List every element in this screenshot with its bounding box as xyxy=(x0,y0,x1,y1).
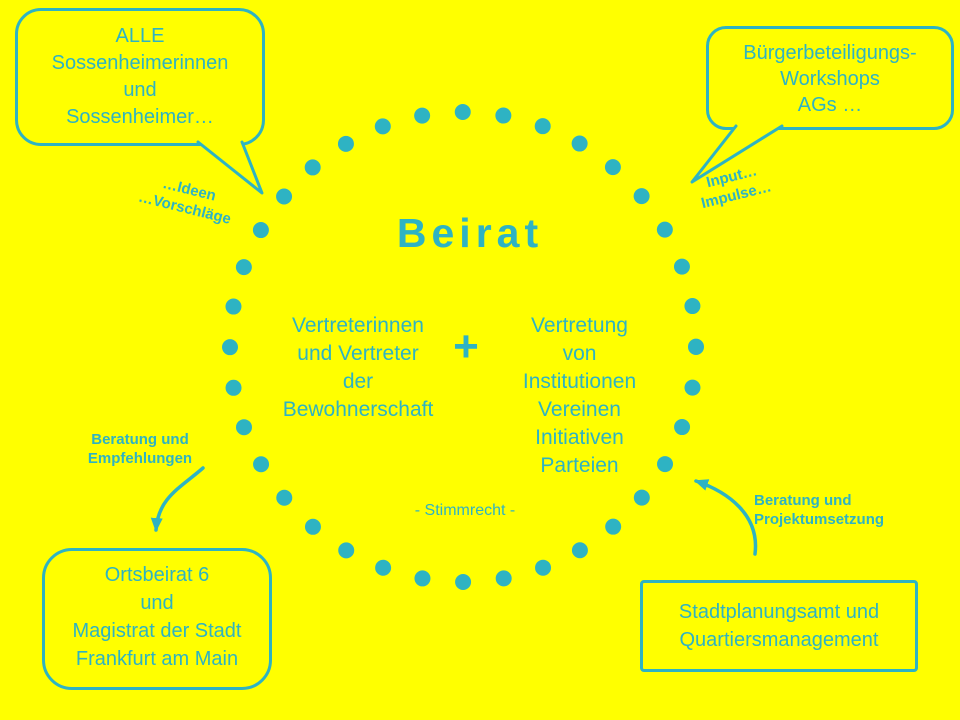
voting-note: - Stimmrecht - xyxy=(414,502,516,519)
group-line: Vertretung xyxy=(531,314,628,337)
group-line: Institutionen xyxy=(522,370,637,393)
label-beratung-empfehlungen: Beratung und Empfehlungen xyxy=(70,430,210,468)
box-line: Magistrat der Stadt xyxy=(72,620,242,642)
bubble-line: ALLE xyxy=(115,25,165,47)
label-line: Beratung und xyxy=(754,492,852,509)
group-line: von xyxy=(562,342,597,365)
bubble-line: und xyxy=(123,79,157,101)
diagram-title: Beirat xyxy=(396,210,544,256)
plus-sign: + xyxy=(453,322,479,371)
box-line: Quartiersmanagement xyxy=(679,629,879,651)
bubble-alle-sossenheimer: ALLE Sossenheimerinnen und Sossenheimer… xyxy=(15,8,265,146)
group-line: Bewohnerschaft xyxy=(282,398,434,421)
box-stadtplanungsamt: Stadtplanungsamt und Quartiersmanagement xyxy=(640,580,918,672)
group-line: Initiativen xyxy=(535,426,624,449)
box-line: Stadtplanungsamt und xyxy=(678,601,880,623)
group-line: Parteien xyxy=(540,454,619,477)
group-line: Vertreterinnen xyxy=(292,314,424,337)
group-line: und Vertreter xyxy=(297,342,419,365)
representatives-group: Vertreterinnen und Vertreter der Bewohne… xyxy=(272,312,444,424)
bubble-buergerbeteiligung: Bürgerbeteiligungs- Workshops AGs … xyxy=(706,26,954,130)
box-ortsbeirat-magistrat: Ortsbeirat 6 und Magistrat der Stadt Fra… xyxy=(42,548,272,690)
bubble-line: Sossenheimer… xyxy=(66,106,214,128)
label-beratung-projektumsetzung: Beratung und Projektumsetzung xyxy=(754,491,924,529)
group-line: Vereinen xyxy=(538,398,621,421)
label-ideen-vorschlaege: …Ideen …Vorschläge xyxy=(123,166,251,232)
group-line: der xyxy=(342,370,374,393)
label-line: Empfehlungen xyxy=(87,450,193,467)
institutions-group: Vertretung von Institutionen Vereinen In… xyxy=(492,312,667,480)
label-line: Projektumsetzung xyxy=(754,511,885,528)
box-line: und xyxy=(140,592,174,614)
box-line: Frankfurt am Main xyxy=(75,648,239,670)
label-line: Beratung und xyxy=(91,431,189,448)
arrow-from-stadtplanungsamt-icon xyxy=(694,479,758,556)
arrow-to-ortsbeirat-icon xyxy=(150,466,205,532)
bubble-line: Workshops xyxy=(780,68,880,90)
bubble-line: Bürgerbeteiligungs- xyxy=(743,42,917,64)
bubble-line: Sossenheimerinnen xyxy=(51,52,229,74)
box-line: Ortsbeirat 6 xyxy=(104,564,210,586)
label-input-impulse: Input… Impulse… xyxy=(675,154,793,218)
bubble-line: AGs … xyxy=(797,94,863,116)
